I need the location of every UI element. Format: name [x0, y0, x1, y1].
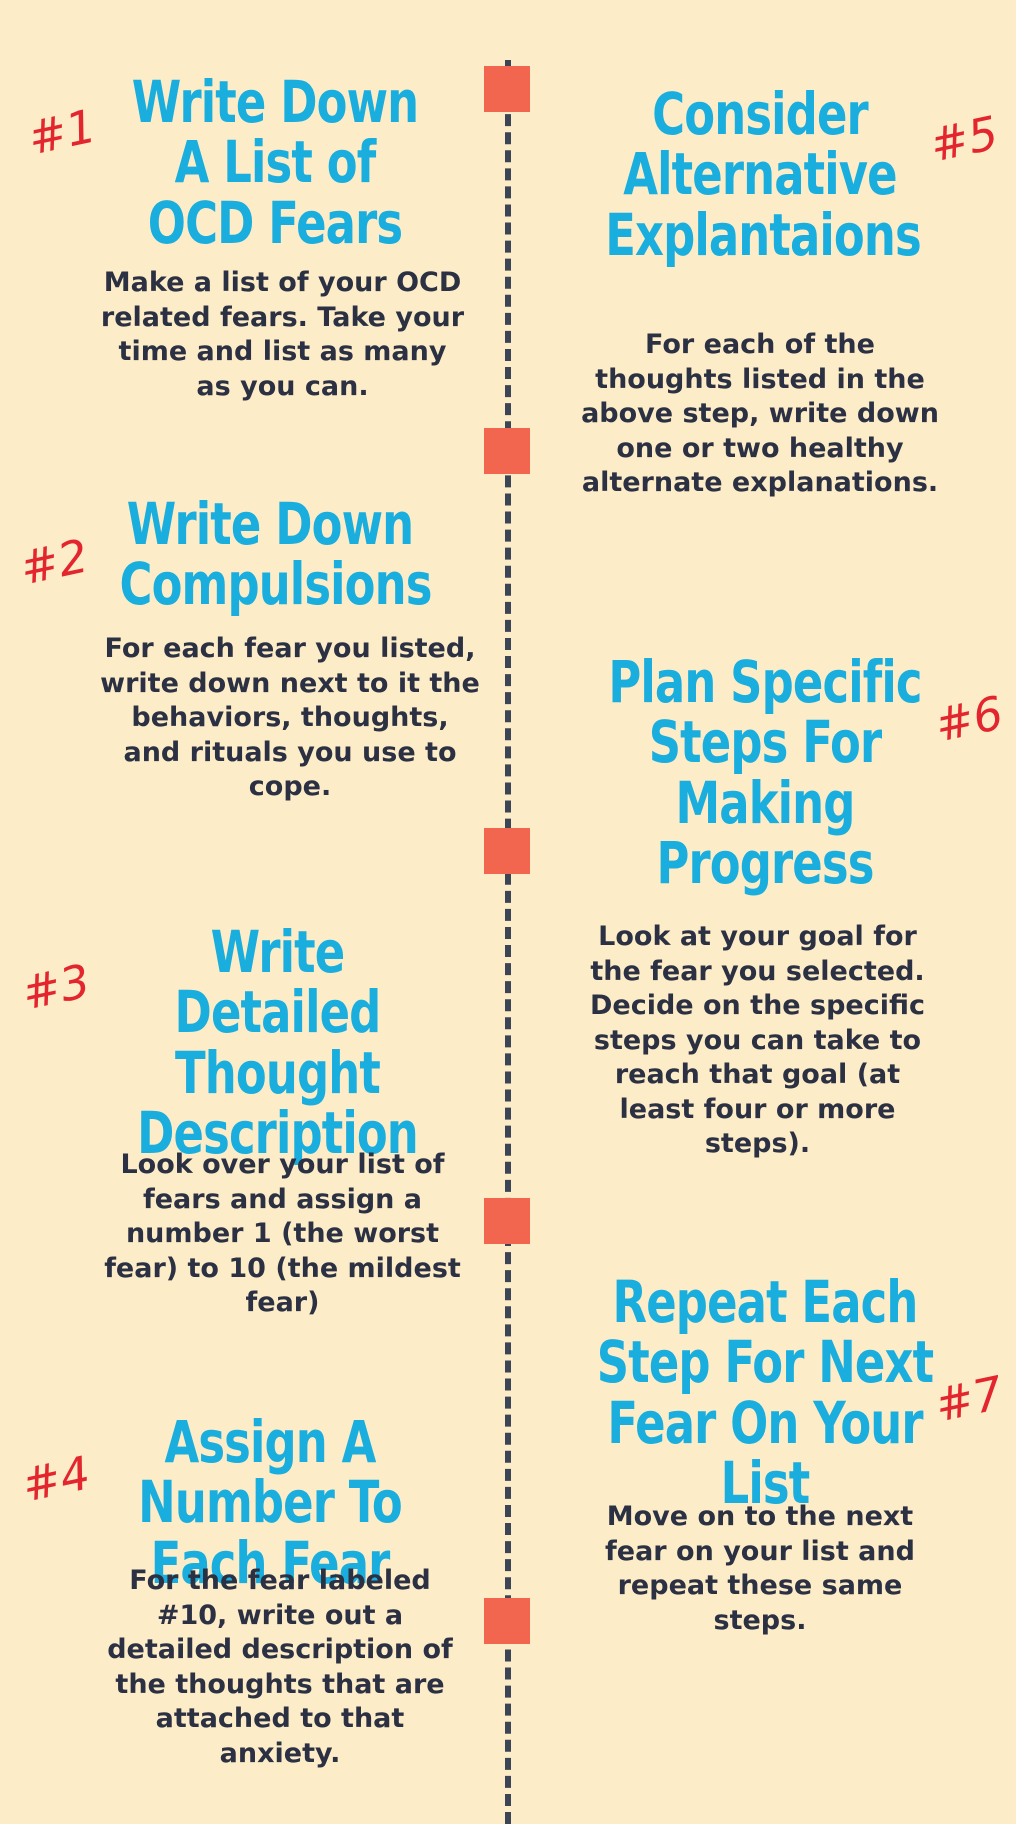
step-body: Make a list of your OCD related fears. T…: [100, 267, 465, 402]
step-body: Look over your list of fears and assign …: [104, 1149, 461, 1319]
timeline-dashed-line: [505, 60, 511, 1824]
timeline-marker: [484, 66, 530, 112]
step-5: Consider Alternative Explantaions: [580, 84, 940, 265]
step-1-body-wrap: Make a list of your OCD related fears. T…: [100, 266, 465, 404]
step-body: For each fear you listed, write down nex…: [100, 633, 480, 803]
step-title: Consider Alternative Explantaions: [605, 80, 921, 269]
step-5-body-wrap: For each of the thoughts listed in the a…: [575, 328, 945, 501]
step-body: For the fear labeled #10, write out a de…: [107, 1565, 453, 1769]
step-body: Look at your goal for the fear you selec…: [589, 921, 926, 1160]
step-title: Write Down A List of OCD Fears: [131, 68, 419, 257]
step-4: Assign A Number To Each Fear: [60, 1412, 480, 1593]
step-3-body-wrap: Look over your list of fears and assign …: [100, 1148, 465, 1321]
step-3: Write Detailed Thought Description: [95, 922, 460, 1163]
step-title: Repeat Each Step For Next Fear On Your L…: [596, 1268, 934, 1517]
timeline-marker: [484, 1598, 530, 1644]
step-4-body-wrap: For the fear labeled #10, write out a de…: [100, 1564, 460, 1771]
step-number: #3: [17, 953, 95, 1021]
step-6: Plan Specific Steps For Making Progress: [580, 652, 950, 893]
step-6-body-wrap: Look at your goal for the fear you selec…: [580, 920, 935, 1162]
step-number: #2: [15, 528, 93, 596]
step-2: Write Down Compulsions: [95, 494, 445, 615]
timeline-marker: [484, 828, 530, 874]
step-1: Write Down A List of OCD Fears: [100, 72, 450, 253]
timeline-marker: [484, 428, 530, 474]
step-2-body-wrap: For each fear you listed, write down nex…: [100, 632, 480, 805]
timeline-marker: [484, 1198, 530, 1244]
step-title: Assign A Number To Each Fear: [138, 1408, 403, 1597]
step-7-body-wrap: Move on to the next fear on your list an…: [600, 1500, 920, 1638]
step-number: #1: [23, 98, 101, 166]
step-title: Write Detailed Thought Description: [137, 918, 419, 1167]
step-body: Move on to the next fear on your list an…: [605, 1501, 915, 1636]
step-body: For each of the thoughts listed in the a…: [581, 329, 939, 499]
step-title: Plan Specific Steps For Making Progress: [608, 648, 922, 897]
step-title: Write Down Compulsions: [119, 490, 433, 619]
step-7: Repeat Each Step For Next Fear On Your L…: [555, 1272, 975, 1513]
